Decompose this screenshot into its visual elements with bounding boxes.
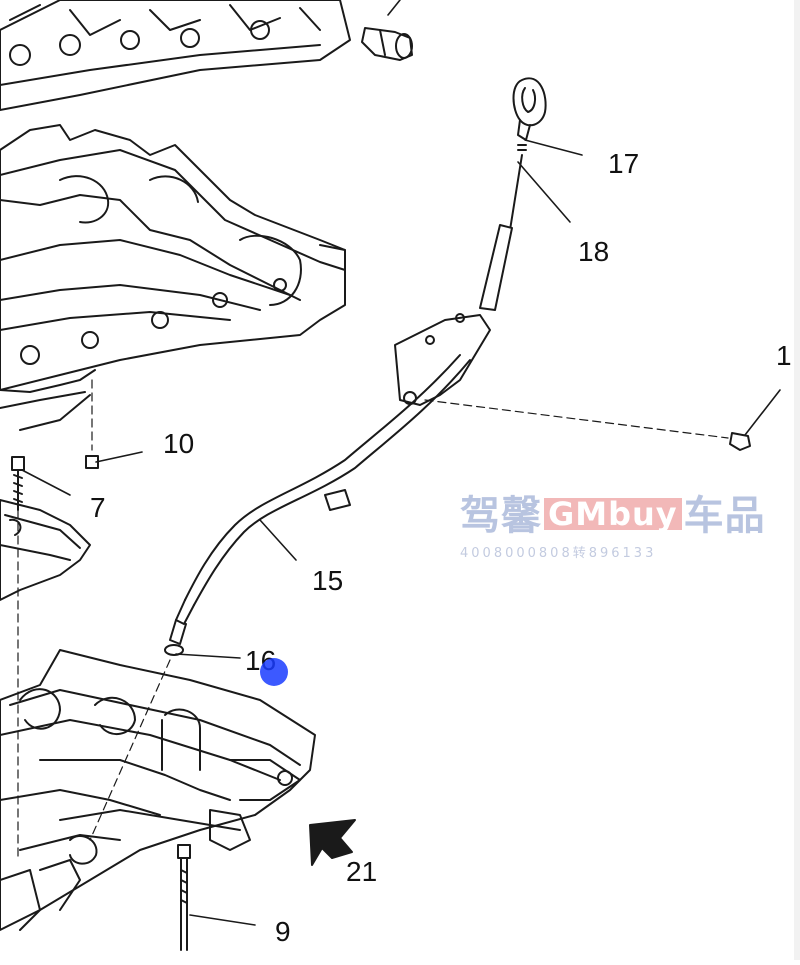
callout-17: 17 bbox=[608, 148, 640, 179]
bolt-7 bbox=[11, 456, 25, 511]
bracket bbox=[0, 499, 91, 601]
oil-pan bbox=[0, 649, 316, 931]
watermark-suffix: 车品 bbox=[683, 493, 766, 539]
cursor-indicator-icon bbox=[260, 658, 288, 686]
callout-1: 1 bbox=[776, 340, 792, 371]
sensor bbox=[361, 27, 413, 61]
leader-lines bbox=[21, 0, 781, 926]
callout-18: 18 bbox=[578, 236, 610, 267]
callout-21: 21 bbox=[346, 856, 378, 887]
scrollbar[interactable] bbox=[794, 0, 800, 960]
dowel-10 bbox=[85, 379, 99, 469]
callout-9: 9 bbox=[275, 916, 291, 947]
dipstick-tube bbox=[169, 313, 491, 645]
o-ring-16 bbox=[89, 644, 184, 841]
crankcase bbox=[0, 124, 346, 431]
bolt-1 bbox=[424, 399, 751, 451]
engine-block bbox=[0, 0, 351, 111]
callout-7: 7 bbox=[90, 492, 106, 523]
dipstick bbox=[479, 77, 547, 311]
bolt-9 bbox=[177, 844, 191, 951]
callout-10: 10 bbox=[163, 428, 195, 459]
watermark-prefix: 驾馨 bbox=[460, 493, 542, 539]
watermark-brand: GMbuy bbox=[544, 498, 682, 530]
direction-arrow bbox=[309, 819, 356, 866]
watermark-phone: 4008000808转896133 bbox=[460, 546, 657, 561]
callout-15: 15 bbox=[312, 565, 344, 596]
